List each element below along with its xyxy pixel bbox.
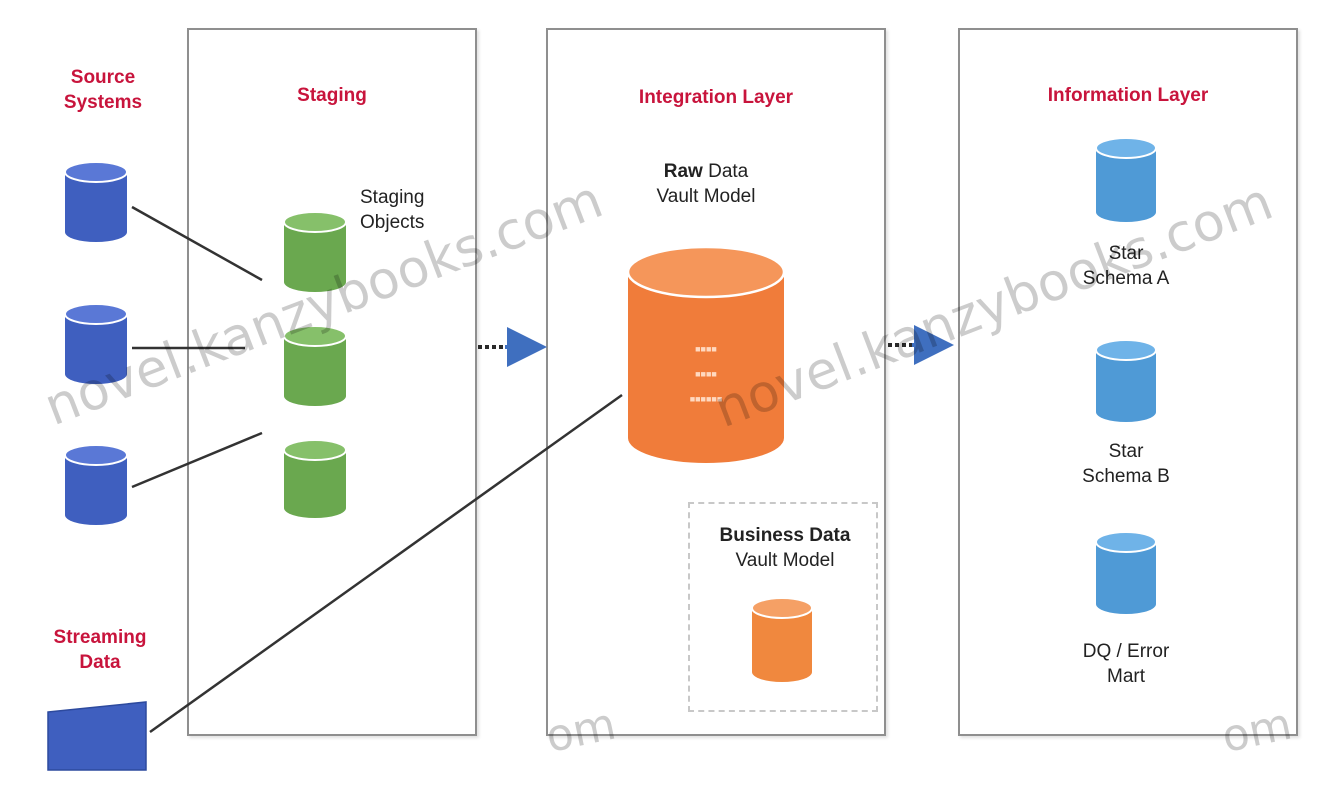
staging-db-icon: [283, 211, 347, 292]
streaming-data-icon: [47, 701, 147, 771]
information-layer-heading: Information Layer: [1047, 85, 1209, 106]
streaming-connector-line: [149, 393, 623, 734]
staging-heading: Staging: [297, 85, 367, 106]
source-db-icon: [64, 161, 128, 242]
svg-text:■■■■: ■■■■: [695, 344, 717, 354]
star-schema-a-label: Star Schema A: [1082, 243, 1170, 289]
dq-error-mart-db-icon: [1095, 531, 1157, 614]
raw-data-vault-label: Raw Data Vault Model: [656, 161, 756, 207]
star-schema-b-db-icon: [1095, 339, 1157, 422]
star-schema-a-db-icon: [1095, 137, 1157, 222]
integration-layer-heading: Integration Layer: [638, 87, 794, 108]
connector-line: [131, 205, 263, 282]
business-data-vault-db-icon: [751, 597, 813, 682]
staging-db-icon: [283, 325, 347, 406]
connector-line: [131, 431, 263, 489]
source-db-icon: [64, 444, 128, 525]
streaming-data-heading: Streaming Data: [53, 627, 147, 673]
svg-text:■■■■: ■■■■: [695, 369, 717, 379]
source-db-icon: [64, 303, 128, 384]
staging-objects-label: Staging Objects: [360, 187, 425, 233]
business-data-vault-label: Business Data Vault Model: [719, 525, 851, 571]
svg-text:■■■■■■: ■■■■■■: [690, 394, 723, 404]
staging-db-icon: [283, 439, 347, 518]
star-schema-b-label: Star Schema B: [1082, 441, 1170, 487]
source-systems-heading: Source Systems: [63, 67, 143, 113]
business-vault-box: [688, 502, 878, 712]
dq-error-mart-label: DQ / Error Mart: [1082, 641, 1170, 687]
raw-data-vault-db-icon: ■■■■ ■■■■ ■■■■■■: [626, 245, 786, 463]
